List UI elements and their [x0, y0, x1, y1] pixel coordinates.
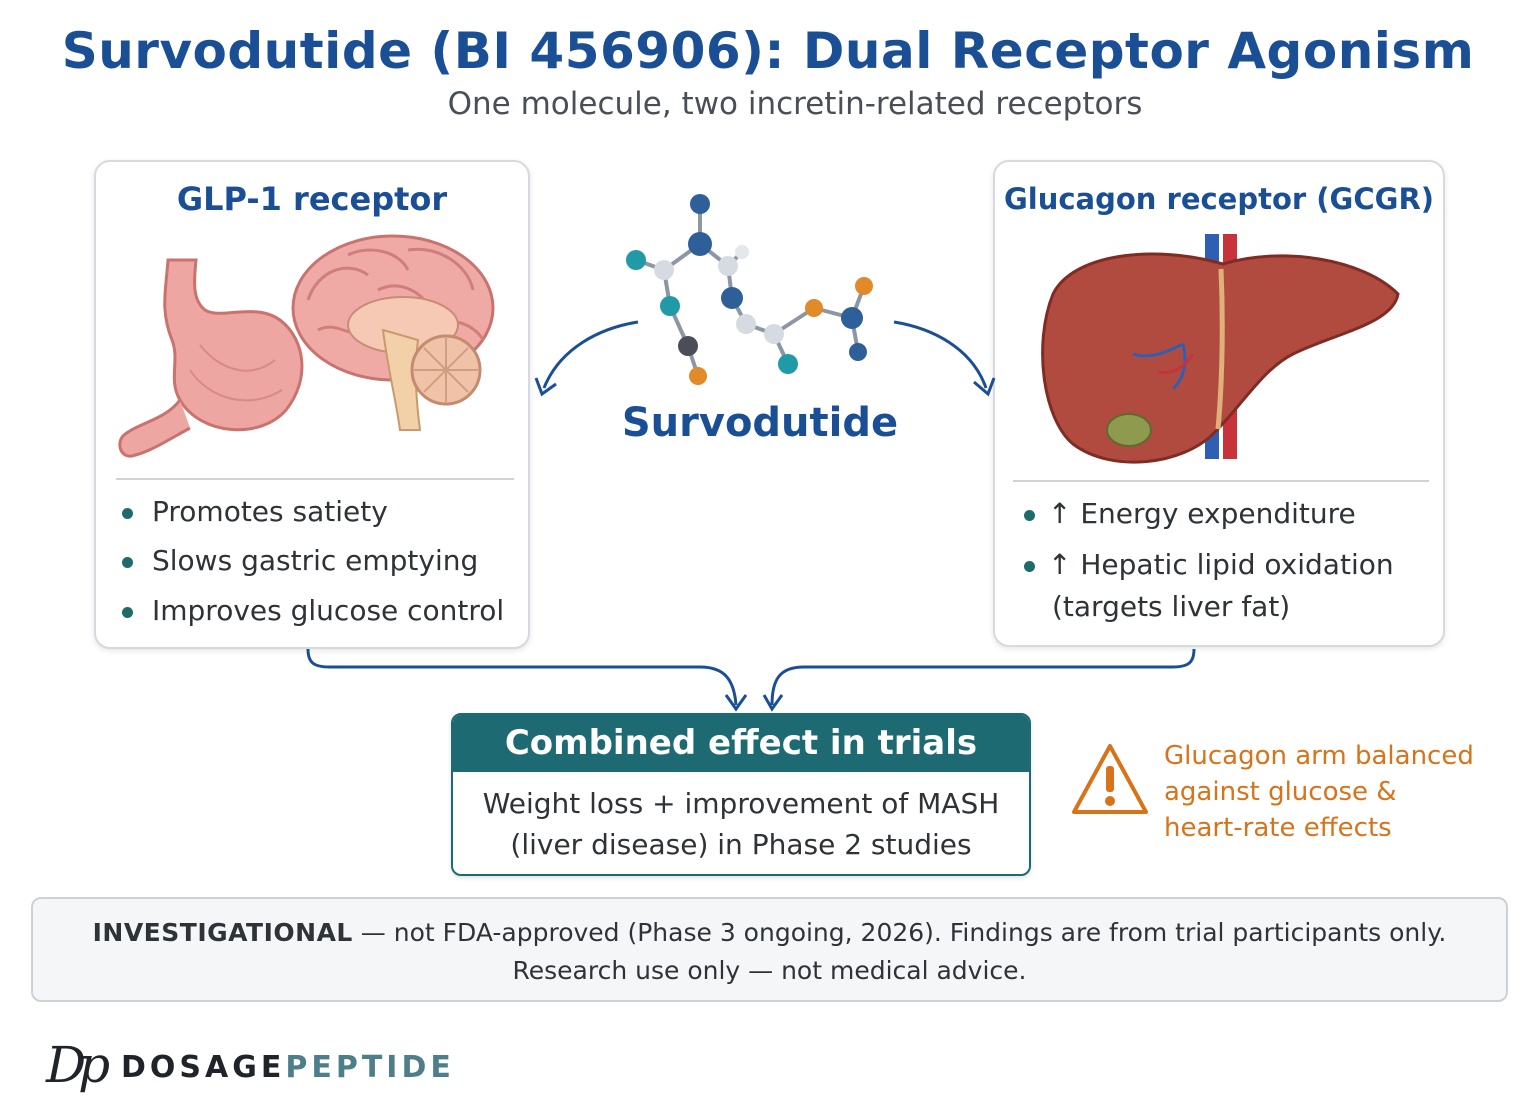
disclaimer-box: INVESTIGATIONAL — not FDA-approved (Phas… [31, 897, 1508, 1002]
glp1-bullet: Improves glucose control [152, 594, 505, 627]
gcgr-bullet: ↑ Energy expenditure [1048, 497, 1356, 530]
liver-illustration [1041, 234, 1400, 464]
investigational-label: INVESTIGATIONAL [92, 918, 353, 947]
brand-logo-mark: Dp [46, 1036, 110, 1094]
page-subtitle: One molecule, two incretin-related recep… [447, 86, 1143, 122]
bullet-dot [122, 508, 133, 519]
glucagon-receptor-card: Glucagon receptor (GCGR) ↑ Energy expend… [993, 160, 1445, 647]
combined-effect-line: Weight loss + improvement of MASH [482, 787, 1000, 820]
glp1-bullet: Slows gastric emptying [152, 544, 479, 577]
arrow-right-to-combined-icon [762, 648, 1196, 712]
survodutide-label: Survodutide [621, 400, 899, 446]
arrow-left-to-combined-icon [306, 648, 748, 712]
warning-line: Glucagon arm balanced [1164, 741, 1474, 771]
arrow-to-glp1-icon [534, 320, 639, 397]
brand-word-dosage: DOSAGE [121, 1050, 286, 1085]
disclaimer-line: Research use only — not medical advice. [512, 956, 1027, 985]
warning-triangle-icon [1072, 744, 1148, 814]
glp1-card-title: GLP-1 receptor [176, 180, 448, 218]
brand-wordmark: DOSAGEPEPTIDE [121, 1050, 455, 1085]
molecule-illustration [626, 194, 873, 385]
bullet-dot [122, 607, 133, 618]
disclaimer-line: INVESTIGATIONAL — not FDA-approved (Phas… [33, 918, 1506, 947]
gcgr-bullet-continuation: (targets liver fat) [1052, 590, 1291, 623]
bullet-dot [1024, 510, 1035, 521]
combined-effect-box: Combined effect in trials Weight loss + … [451, 713, 1031, 876]
combined-effect-line: (liver disease) in Phase 2 studies [510, 828, 972, 861]
arrow-to-gcgr-icon [893, 320, 996, 397]
warning-note: Glucagon arm balanced against glucose & … [1164, 738, 1524, 846]
gcgr-bullet: ↑ Hepatic lipid oxidation [1048, 548, 1394, 581]
stomach-illustration [118, 258, 304, 458]
gcgr-card-title: Glucagon receptor (GCGR) [1003, 182, 1435, 216]
warning-line: against glucose & [1164, 777, 1397, 807]
disclaimer-text: — not FDA-approved (Phase 3 ongoing, 202… [352, 918, 1447, 947]
warning-line: heart-rate effects [1164, 813, 1392, 843]
glp1-bullet: Promotes satiety [152, 495, 388, 528]
bullet-dot [1024, 561, 1035, 572]
combined-effect-heading: Combined effect in trials [453, 715, 1029, 772]
brain-illustration [291, 234, 495, 431]
page-title: Survodutide (BI 456906): Dual Receptor A… [61, 22, 1475, 80]
glp1-card-divider [116, 478, 514, 480]
brand-word-peptide: PEPTIDE [285, 1050, 455, 1085]
bullet-dot [122, 557, 133, 568]
glp1-receptor-card: GLP-1 receptor Promotes satiety Slows ga… [94, 160, 530, 649]
gcgr-card-divider [1013, 480, 1429, 482]
